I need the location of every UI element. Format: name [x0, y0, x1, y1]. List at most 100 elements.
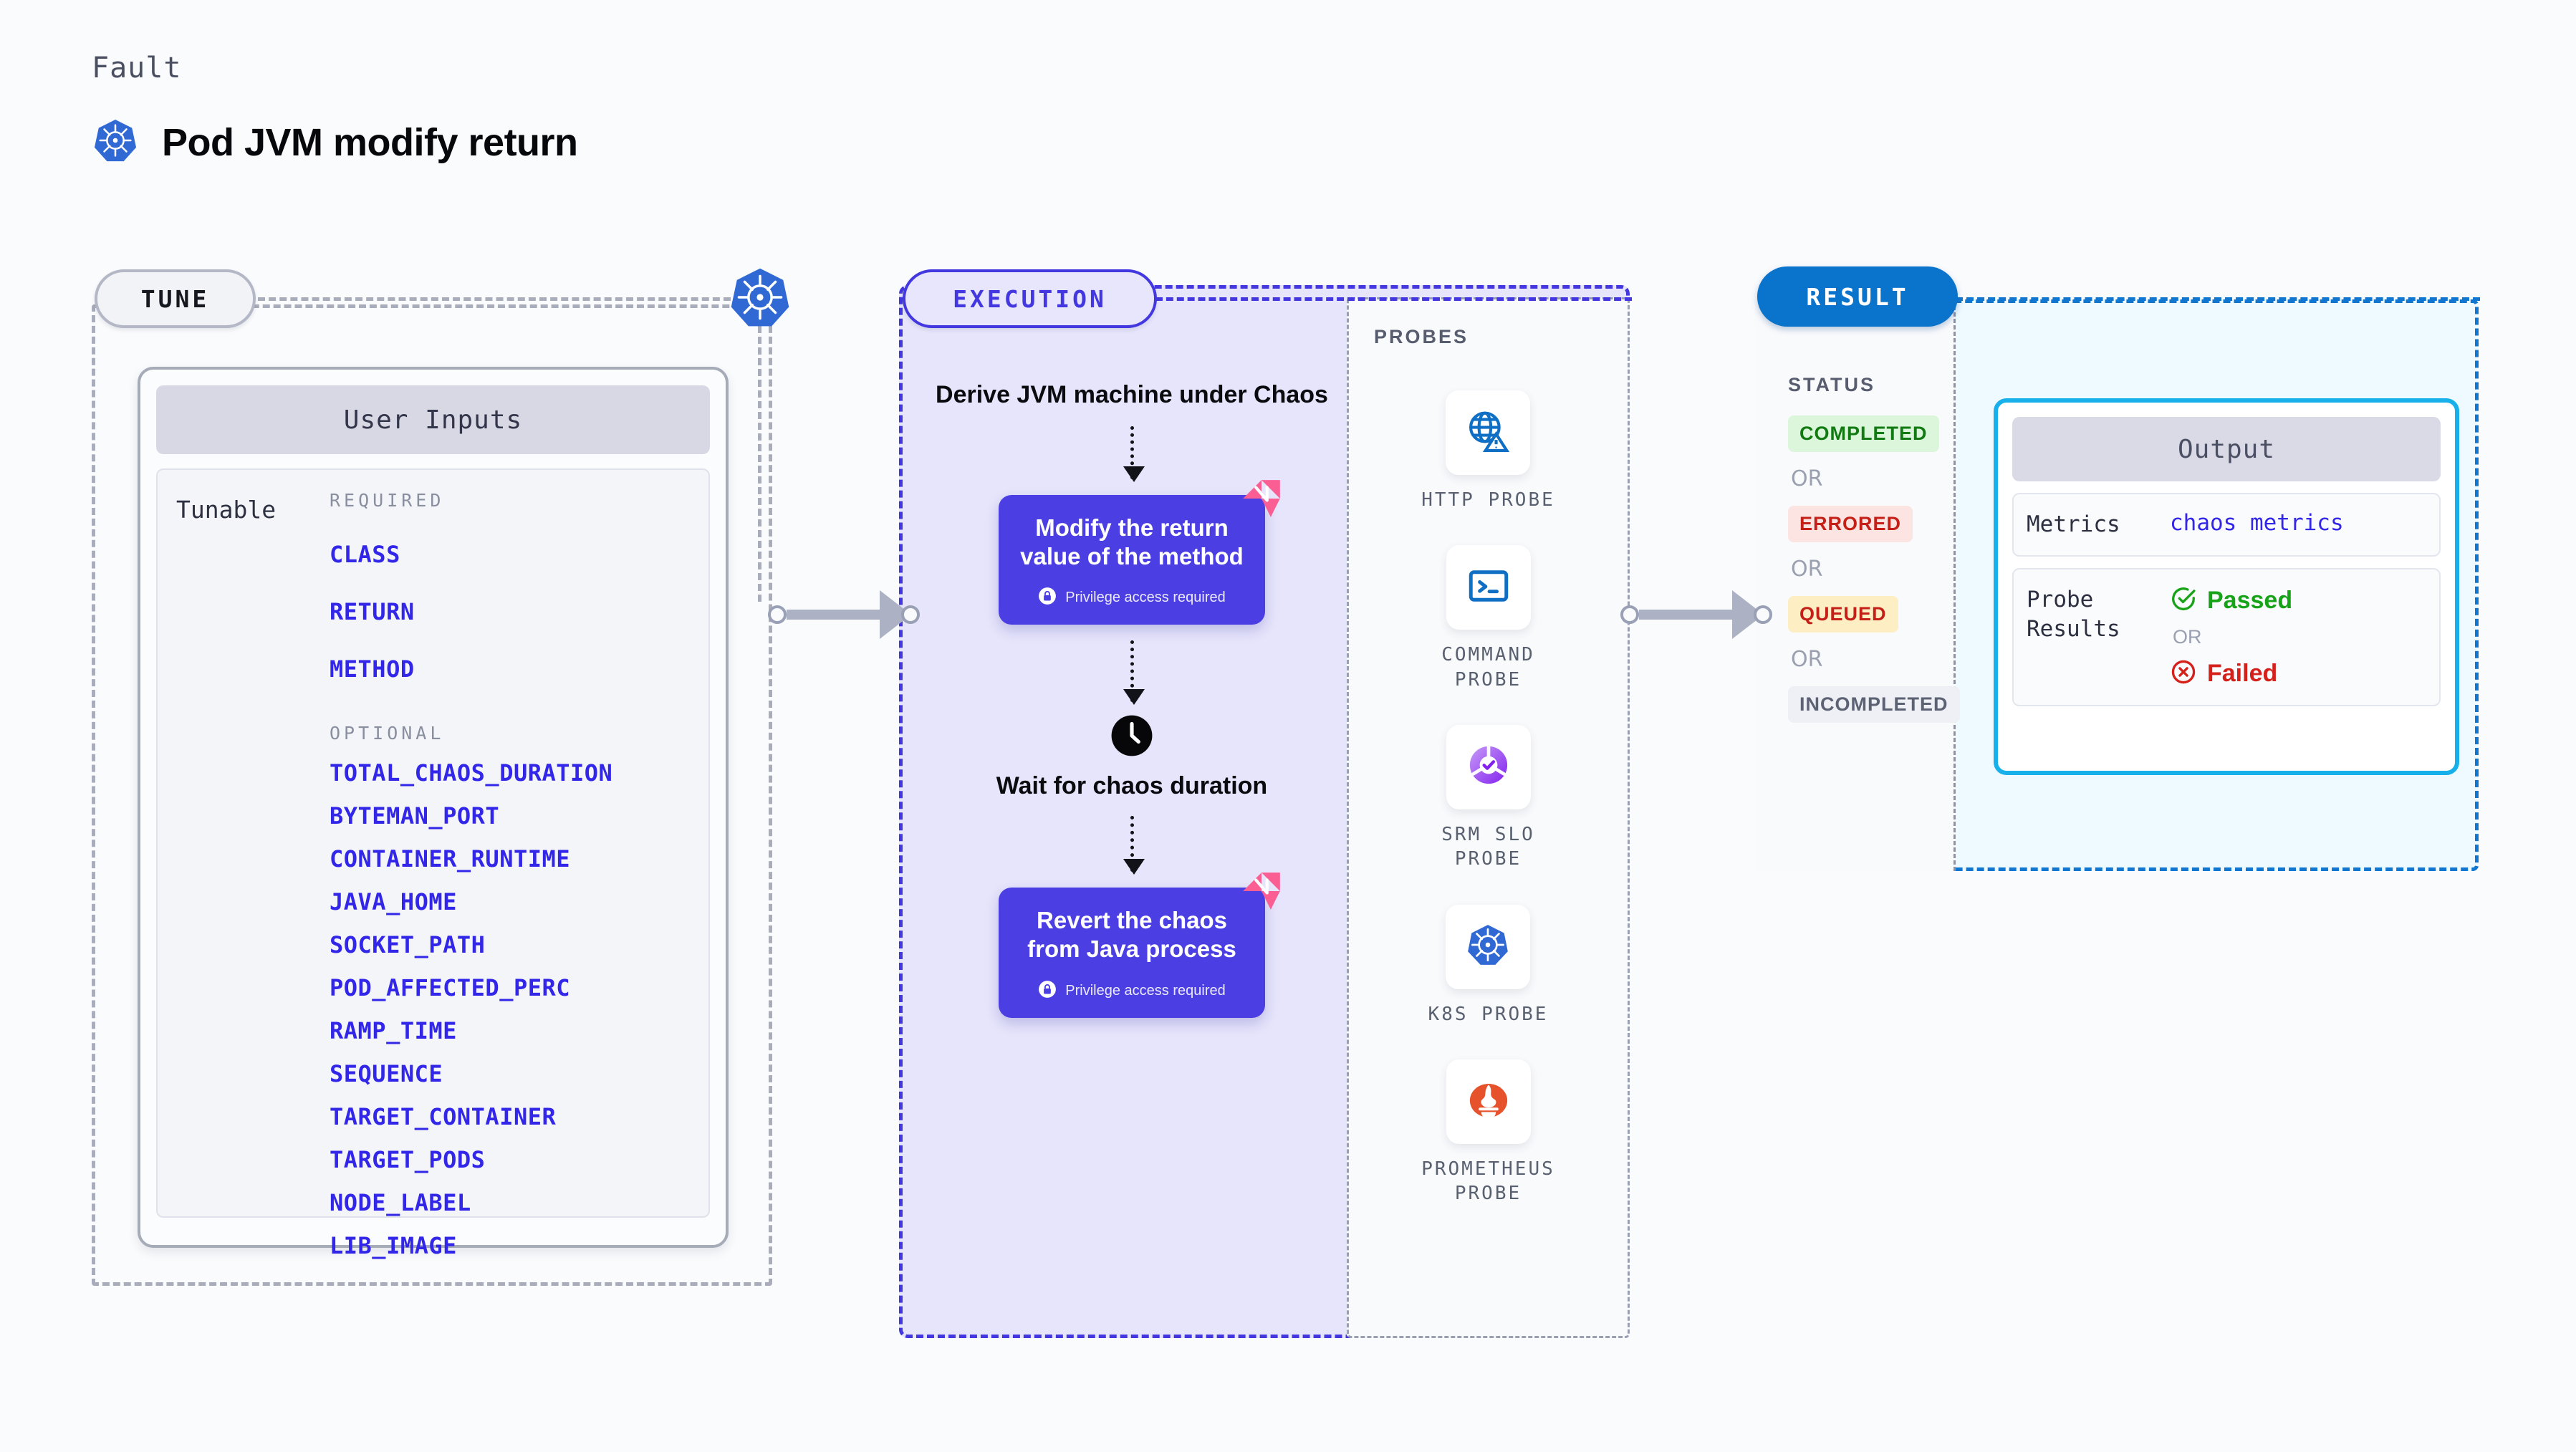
output-title: Output [2012, 417, 2441, 481]
stage-pill-result[interactable]: RESULT [1757, 266, 1958, 327]
tunable-optional-item[interactable]: NODE_LABEL [330, 1189, 471, 1216]
tunable-optional-item[interactable]: TOTAL_CHAOS_DURATION [330, 759, 613, 787]
probe-result-or-label: OR [2173, 625, 2202, 648]
flow-step-modify-label: Modify the return value of the method [1020, 514, 1244, 570]
tunable-optional-item[interactable]: SOCKET_PATH [330, 931, 486, 958]
probe-label: HTTP PROBE [1421, 489, 1555, 511]
flow-step-derive: Derive JVM machine under Chaos [936, 381, 1328, 408]
status-stack: COMPLETED OR ERRORED OR QUEUED OR INCOMP… [1788, 415, 1967, 723]
probe-label: K8S PROBE [1428, 1003, 1549, 1025]
tunable-optional-item[interactable]: LIB_IMAGE [330, 1232, 457, 1259]
status-or-label: OR [1791, 647, 1823, 672]
tunable-label: Tunable [176, 496, 277, 524]
probe-tile[interactable] [1446, 390, 1531, 475]
probe-label: COMMAND PROBE [1441, 644, 1535, 691]
probe-label: SRM SLO PROBE [1441, 823, 1535, 870]
flow-step-wait: Wait for chaos duration [996, 772, 1268, 800]
result-status-region [1755, 299, 1956, 871]
connector-node-end [901, 605, 920, 624]
status-badge-completed: COMPLETED [1788, 415, 1939, 452]
lock-icon [1038, 587, 1057, 609]
optional-group: OPTIONAL TOTAL_CHAOS_DURATION BYTEMAN_PO… [330, 723, 696, 1259]
flow-step-modify-card[interactable]: Modify the return value of the method Pr… [999, 479, 1280, 625]
page-title-row: Pod JVM modify return [93, 118, 578, 166]
output-probe-results-key: Probe Results [2027, 586, 2120, 642]
probe-item-http[interactable]: HTTP PROBE [1421, 390, 1555, 512]
status-heading: STATUS [1788, 374, 1875, 395]
terminal-icon [1465, 562, 1512, 613]
tunable-optional-item[interactable]: RAMP_TIME [330, 1017, 457, 1044]
stage-pill-tune[interactable]: TUNE [95, 269, 256, 328]
output-row-metrics: Metrics chaos metrics [2012, 493, 2441, 557]
output-probe-results-value: Passed OR Failed [2170, 585, 2426, 689]
litmus-badge-icon [1239, 476, 1284, 521]
privilege-note: Privilege access required [1038, 980, 1226, 1002]
optional-heading: OPTIONAL [330, 723, 445, 744]
probes-heading: PROBES [1374, 326, 1469, 347]
tunable-optional-item[interactable]: CONTAINER_RUNTIME [330, 845, 571, 872]
probe-result-failed: Failed [2170, 658, 2426, 689]
tunable-optional-item[interactable]: POD_AFFECTED_PERC [330, 974, 571, 1001]
kubernetes-icon [1464, 921, 1512, 972]
lock-icon [1038, 980, 1057, 1002]
slo-gauge-check-icon [1465, 741, 1512, 792]
tunable-optional-item[interactable]: TARGET_CONTAINER [330, 1103, 557, 1130]
x-circle-icon [2170, 658, 2197, 689]
tunable-optional-item[interactable]: JAVA_HOME [330, 888, 457, 915]
tune-boundary-line [258, 297, 731, 301]
probe-label: PROMETHEUS PROBE [1421, 1158, 1555, 1205]
status-badge-errored: ERRORED [1788, 506, 1913, 542]
fault-kicker: Fault [92, 52, 182, 85]
tunable-optional-item[interactable]: BYTEMAN_PORT [330, 802, 500, 830]
output-metrics-value[interactable]: chaos metrics [2170, 510, 2344, 536]
connector-shaft [787, 610, 883, 620]
user-inputs-title: User Inputs [156, 385, 710, 454]
tunable-required-item[interactable]: RETURN [330, 598, 415, 625]
stage-pill-execution[interactable]: EXECUTION [903, 269, 1157, 328]
connector-node-end [1754, 605, 1772, 624]
clock-icon [1110, 713, 1154, 758]
tune-boundary-drop-line [758, 326, 761, 602]
probe-tile[interactable] [1446, 1059, 1531, 1144]
flow-step-revert-card[interactable]: Revert the chaos from Java process Privi… [999, 872, 1280, 1018]
page-title: Pod JVM modify return [162, 120, 578, 164]
tunable-body: Tunable REQUIRED CLASS RETURN METHOD OPT… [156, 468, 710, 1259]
probe-result-passed: Passed [2170, 585, 2426, 616]
user-inputs-card: User Inputs Tunable REQUIRED CLASS RETUR… [138, 367, 729, 1259]
kubernetes-icon [729, 266, 791, 328]
flow-arrow [1123, 425, 1145, 482]
tunable-required-item[interactable]: CLASS [330, 541, 400, 568]
tunable-optional-item[interactable]: SEQUENCE [330, 1060, 443, 1087]
probe-tile[interactable] [1446, 724, 1531, 809]
flow-step-revert-label: Revert the chaos from Java process [1027, 907, 1236, 963]
connector-shaft [1639, 610, 1735, 620]
status-badge-incompleted: INCOMPLETED [1788, 686, 1960, 723]
required-heading: REQUIRED [330, 490, 445, 511]
check-circle-icon [2170, 585, 2197, 616]
probe-tile[interactable] [1446, 904, 1531, 989]
probe-passed-label: Passed [2207, 586, 2293, 614]
status-badge-queued: QUEUED [1788, 596, 1898, 633]
output-metrics-key: Metrics [2027, 511, 2120, 537]
probe-item-prometheus[interactable]: PROMETHEUS PROBE [1403, 1059, 1575, 1206]
tunable-required-item[interactable]: METHOD [330, 655, 415, 683]
connector-node-start [768, 605, 787, 624]
tunable-lists: REQUIRED CLASS RETURN METHOD OPTIONAL TO… [330, 490, 708, 1259]
tunable-optional-item[interactable]: TARGET_PODS [330, 1146, 486, 1173]
probe-item-command[interactable]: COMMAND PROBE [1403, 545, 1575, 692]
kubernetes-icon [93, 118, 138, 166]
litmus-badge-icon [1239, 869, 1284, 913]
probes-list: HTTP PROBE COMMAND PROBE [1347, 390, 1630, 1206]
connector-tune-to-execution [768, 590, 920, 639]
probe-failed-label: Failed [2207, 659, 2278, 687]
probe-tile[interactable] [1446, 545, 1531, 630]
status-or-label: OR [1791, 466, 1823, 491]
flow-arrow [1123, 816, 1145, 875]
probe-item-srm-slo[interactable]: SRM SLO PROBE [1403, 724, 1575, 872]
result-boundary-line [1956, 297, 2480, 301]
privilege-note: Privilege access required [1038, 587, 1226, 609]
probe-item-k8s[interactable]: K8S PROBE [1428, 904, 1549, 1027]
flow-arrow [1123, 640, 1145, 706]
output-row-probe-results: Probe Results Passed OR [2012, 567, 2441, 706]
